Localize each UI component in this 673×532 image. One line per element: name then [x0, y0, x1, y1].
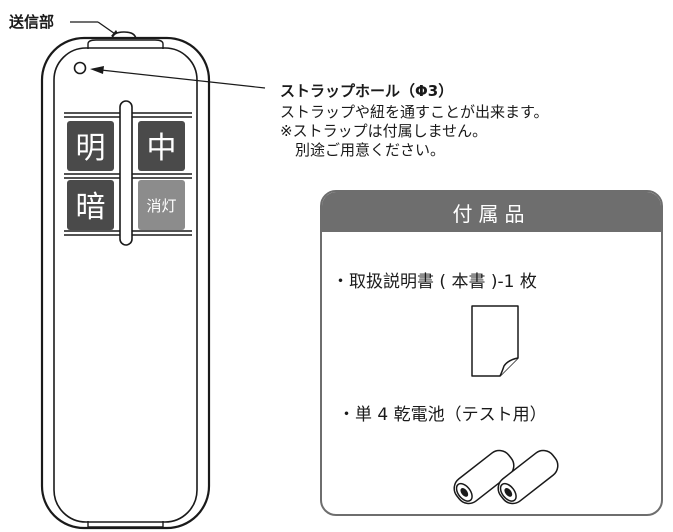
off-button[interactable]: 消灯 — [138, 180, 185, 230]
center-slot — [119, 100, 133, 246]
transmitter-label: 送信部 — [9, 13, 55, 31]
bright-button-label: 明 — [76, 131, 106, 166]
medium-button-label: 中 — [147, 131, 177, 166]
medium-button[interactable]: 中 — [138, 121, 185, 171]
strap-hole-desc-line-1: ストラップや紐を通すことが出来ます。 — [280, 103, 549, 121]
strap-hole-leader-line — [90, 66, 266, 89]
accessories-panel: 付属品 ・取扱説明書 ( 本書 )-1 枚 ・単 4 乾電池（テスト用） — [320, 190, 663, 516]
accessories-title: 付属品 — [322, 192, 661, 232]
bright-button[interactable]: 明 — [67, 121, 114, 171]
remote-body-inner — [53, 47, 198, 523]
accessory-item-batteries: ・単 4 乾電池（テスト用） — [338, 405, 547, 425]
strap-hole-desc-line-3: 別途ご用意ください。 — [280, 141, 446, 159]
remote-control: 明 中 暗 消灯 — [40, 31, 211, 530]
battery-icon — [453, 449, 559, 505]
document-icon — [471, 305, 519, 377]
strap-hole-desc-line-2: ※ストラップは付属しません。 — [280, 122, 488, 140]
strap-hole — [73, 61, 87, 75]
accessory-item-manual: ・取扱説明書 ( 本書 )-1 枚 — [332, 272, 537, 292]
off-button-label: 消灯 — [146, 197, 176, 215]
dim-button-label: 暗 — [76, 190, 106, 225]
strap-hole-description: ストラップや紐を通すことが出来ます。 ※ストラップは付属しません。 別途ご用意く… — [280, 103, 549, 160]
strap-hole-title: ストラップホール（Φ3） — [280, 82, 454, 100]
dim-button[interactable]: 暗 — [67, 180, 114, 230]
